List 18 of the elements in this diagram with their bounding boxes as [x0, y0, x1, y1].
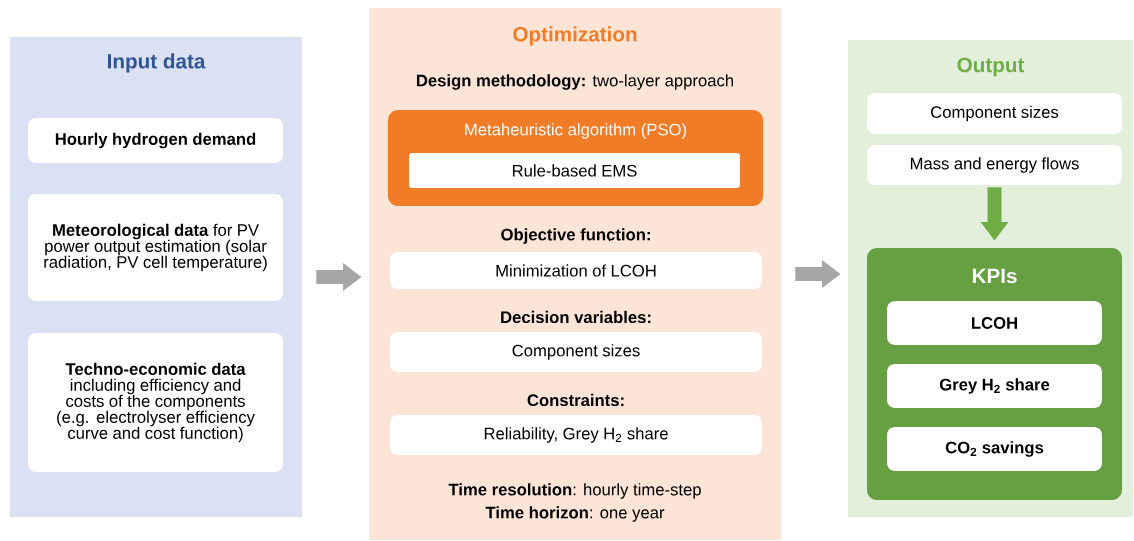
text-box: Rule-based EMS [409, 153, 740, 188]
text-box: Techno-economic data including efficiency and costs of the components (e.g. electrolyser efficiency curve and cost function) [28, 333, 283, 472]
note-text: Time horizon: one year [485, 506, 665, 522]
text-box: CO$_{2}$ savings [887, 427, 1102, 471]
text-box: LCOH [887, 301, 1102, 345]
text-box: Mass and energy flows [867, 145, 1122, 185]
text-box: Grey H$_{2}$ share [887, 364, 1102, 408]
text-box: Component sizes [867, 93, 1122, 134]
text-box: Reliability, Grey H$_{2}$ share [390, 415, 762, 455]
heading: Objective function: [501, 228, 650, 244]
text-box: Hourly hydrogen demand [28, 118, 283, 163]
note-text: Time resolution: hourly time-step [448, 483, 701, 499]
heading: Decision variables: [501, 310, 651, 324]
text-box: Minimization of LCOH [390, 252, 762, 289]
note-text: Design methodology: two-layer approach [417, 74, 733, 90]
text-box: Meteorological data for PV power output estimation (solar radiation, PV cell temperature) [28, 194, 283, 301]
heading: Constraints: [527, 393, 624, 407]
text-box: Component sizes [390, 332, 762, 372]
